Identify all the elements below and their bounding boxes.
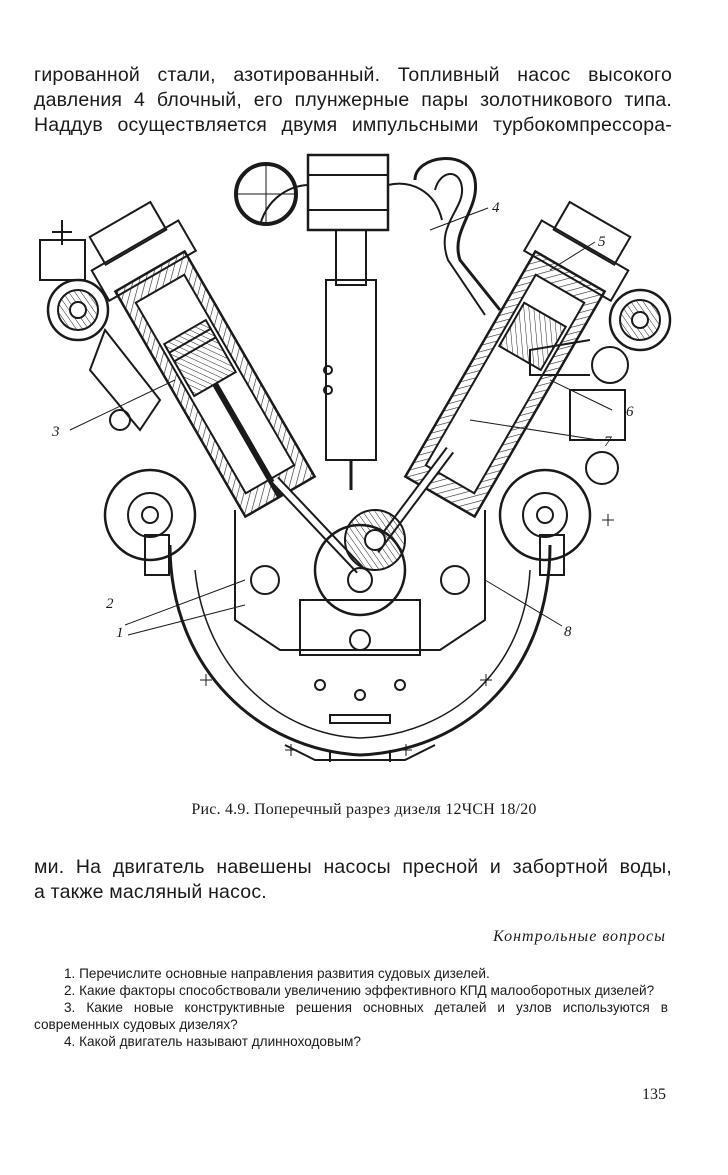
question-item: 4. Какой двигатель называют длинноходовы…	[64, 1034, 361, 1049]
engine-drawing: 1 2 3 4 5 6 7 8	[39, 153, 672, 762]
page-number: 135	[642, 1086, 666, 1103]
paragraph-bottom: ми. На двигатель навешены насосы пресной…	[34, 855, 672, 905]
callout-6: 6	[626, 404, 634, 420]
paragraph-top: гированной стали, азотированный. Топливн…	[34, 63, 672, 138]
question-item: 2. Какие факторы способствовали увеличен…	[64, 983, 655, 998]
text-line: давления 4 блочный, его плунжерные пары …	[34, 89, 672, 111]
figure-caption: Рис. 4.9. Поперечный разрез дизеля 12ЧСН…	[191, 801, 537, 818]
callout-5: 5	[598, 234, 606, 250]
callout-7: 7	[604, 434, 613, 450]
callout-4: 4	[492, 200, 500, 216]
callout-1: 1	[116, 625, 124, 641]
question-item: 3. Какие новые конструктивные решения ос…	[34, 1000, 668, 1032]
section-heading: Контрольные вопросы	[493, 928, 666, 945]
text-line: ми. На двигатель навешены насосы пресной…	[34, 856, 672, 878]
engine-cross-section-figure: 1 2 3 4 5 6 7 8	[30, 150, 702, 790]
questions-list: 1. Перечислите основные направления разв…	[34, 965, 668, 1050]
callout-8: 8	[564, 624, 572, 640]
text-line: а также масляный насос.	[34, 881, 267, 903]
text-line: гированной стали, азотированный. Топливн…	[34, 64, 672, 86]
callout-2: 2	[106, 596, 114, 612]
question-item: 1. Перечислите основные направления разв…	[64, 966, 490, 981]
callout-3: 3	[51, 424, 60, 440]
text-line: Наддув осуществляется двумя импульсными …	[34, 114, 672, 136]
